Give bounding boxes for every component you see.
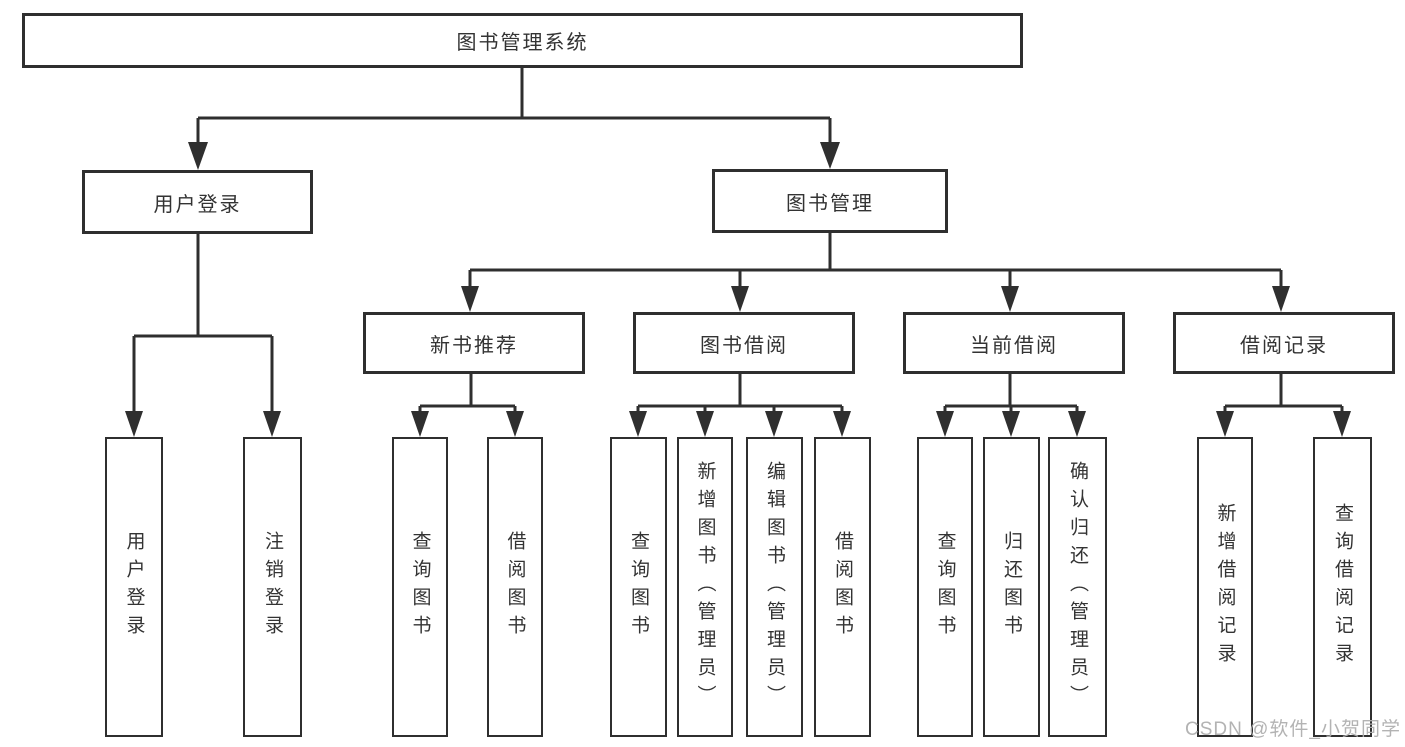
leaf-query-books: 查询图书 <box>917 437 973 737</box>
node-current-borrow: 当前借阅 <box>903 312 1125 374</box>
node-label: 新书推荐 <box>430 334 518 357</box>
leaf-label: 注销登录 <box>262 531 283 643</box>
leaf-query-books: 查询图书 <box>392 437 448 737</box>
leaf-label: 确认归还（管理员） <box>1067 461 1088 713</box>
arrowheads <box>125 142 1351 437</box>
leaf-label: 新增图书（管理员） <box>694 461 716 713</box>
node-user-login-branch: 用户登录 <box>82 170 313 234</box>
leaf-query-books: 查询图书 <box>610 437 667 737</box>
node-book-management-branch: 图书管理 <box>712 169 948 233</box>
leaf-label: 新增借阅记录 <box>1214 503 1236 671</box>
node-library-management-system: 图书管理系统 <box>22 13 1023 68</box>
leaf-return-books: 归还图书 <box>983 437 1040 737</box>
leaf-borrow-books: 借阅图书 <box>487 437 543 737</box>
leaf-logout: 注销登录 <box>243 437 302 737</box>
node-new-book-recommend: 新书推荐 <box>363 312 585 374</box>
leaf-add-books-admin: 新增图书（管理员） <box>677 437 733 737</box>
leaf-label: 查询借阅记录 <box>1332 503 1353 671</box>
leaf-query-borrow-record: 查询借阅记录 <box>1313 437 1372 737</box>
leaf-edit-books-admin: 编辑图书（管理员） <box>746 437 803 737</box>
leaf-label: 编辑图书（管理员） <box>764 461 785 713</box>
leaf-label: 查询图书 <box>628 531 649 643</box>
leaf-label: 查询图书 <box>409 531 431 643</box>
csdn-watermark: CSDN @软件_小贺同学 <box>1185 719 1401 740</box>
node-label: 图书借阅 <box>700 334 788 357</box>
node-label: 图书管理系统 <box>456 32 589 54</box>
node-borrow-record: 借阅记录 <box>1173 312 1395 374</box>
node-label: 用户登录 <box>153 193 242 216</box>
leaf-label: 用户登录 <box>123 531 145 643</box>
node-label: 借阅记录 <box>1240 334 1328 357</box>
leaf-label: 借阅图书 <box>832 531 853 643</box>
leaf-add-borrow-record: 新增借阅记录 <box>1197 437 1253 737</box>
node-label: 图书管理 <box>786 192 874 215</box>
node-label: 当前借阅 <box>970 334 1058 357</box>
leaf-confirm-return-admin: 确认归还（管理员） <box>1048 437 1107 737</box>
leaf-label: 借阅图书 <box>504 531 526 643</box>
node-book-borrow: 图书借阅 <box>633 312 855 374</box>
leaf-borrow-books: 借阅图书 <box>814 437 871 737</box>
leaf-user-login: 用户登录 <box>105 437 163 737</box>
leaf-label: 查询图书 <box>934 531 956 643</box>
leaf-label: 归还图书 <box>1001 531 1022 643</box>
